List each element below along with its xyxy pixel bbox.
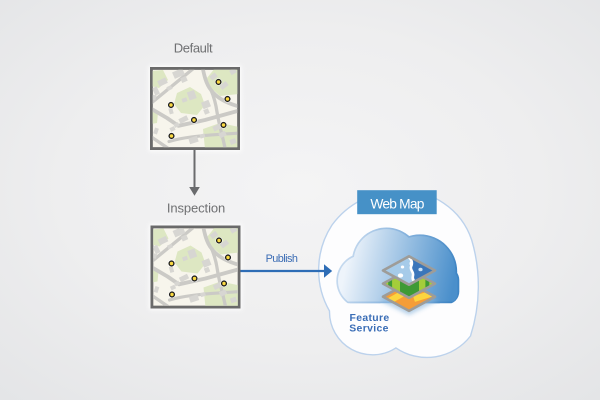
svg-text:Publish: Publish — [266, 253, 298, 265]
svg-text:Service: Service — [349, 323, 388, 334]
svg-text:Inspection: Inspection — [167, 201, 225, 216]
svg-text:Web Map: Web Map — [370, 196, 424, 211]
svg-text:Feature: Feature — [350, 313, 390, 324]
svg-text:Default: Default — [174, 41, 213, 56]
